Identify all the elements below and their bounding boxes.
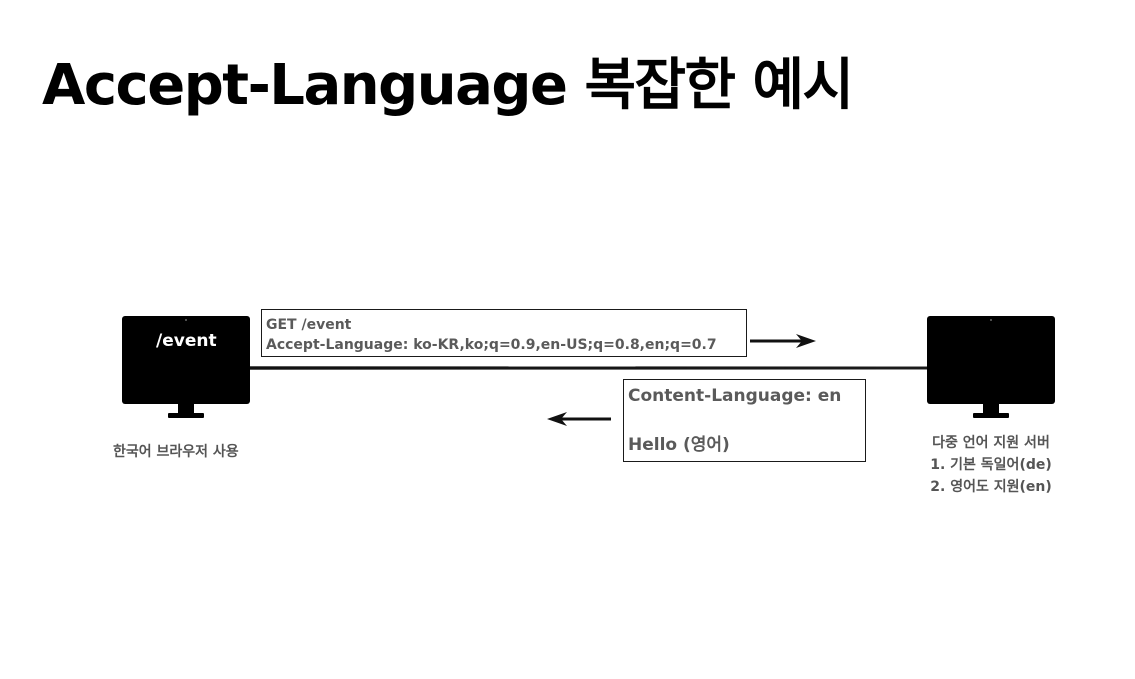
arrow-left-icon xyxy=(547,412,611,426)
response-message-box: Content-Language: en Hello (영어) xyxy=(623,379,866,462)
server-caption-line: 1. 기본 독일어(de) xyxy=(930,457,1052,473)
request-message-box: GET /event Accept-Language: ko-KR,ko;q=0… xyxy=(261,309,747,357)
connection-line xyxy=(248,366,930,370)
client-screen-text: /event xyxy=(156,331,217,351)
response-content-language-header: Content-Language: en xyxy=(628,386,842,406)
request-accept-language-header: Accept-Language: ko-KR,ko;q=0.9,en-US;q=… xyxy=(266,337,717,353)
server-caption-line: 2. 영어도 지원(en) xyxy=(930,479,1052,495)
response-body: Hello (영어) xyxy=(628,435,730,455)
arrow-right-icon xyxy=(750,334,816,348)
request-line: GET /event xyxy=(266,317,352,333)
client-monitor-icon xyxy=(122,316,250,420)
server-monitor-icon xyxy=(927,316,1055,420)
page-title: Accept-Language 복잡한 예시 xyxy=(42,53,854,118)
server-caption: 다중 언어 지원 서버 1. 기본 독일어(de) 2. 영어도 지원(en) xyxy=(905,432,1077,498)
server-caption-line: 다중 언어 지원 서버 xyxy=(932,435,1050,451)
client-caption: 한국어 브라우저 사용 xyxy=(113,444,239,460)
